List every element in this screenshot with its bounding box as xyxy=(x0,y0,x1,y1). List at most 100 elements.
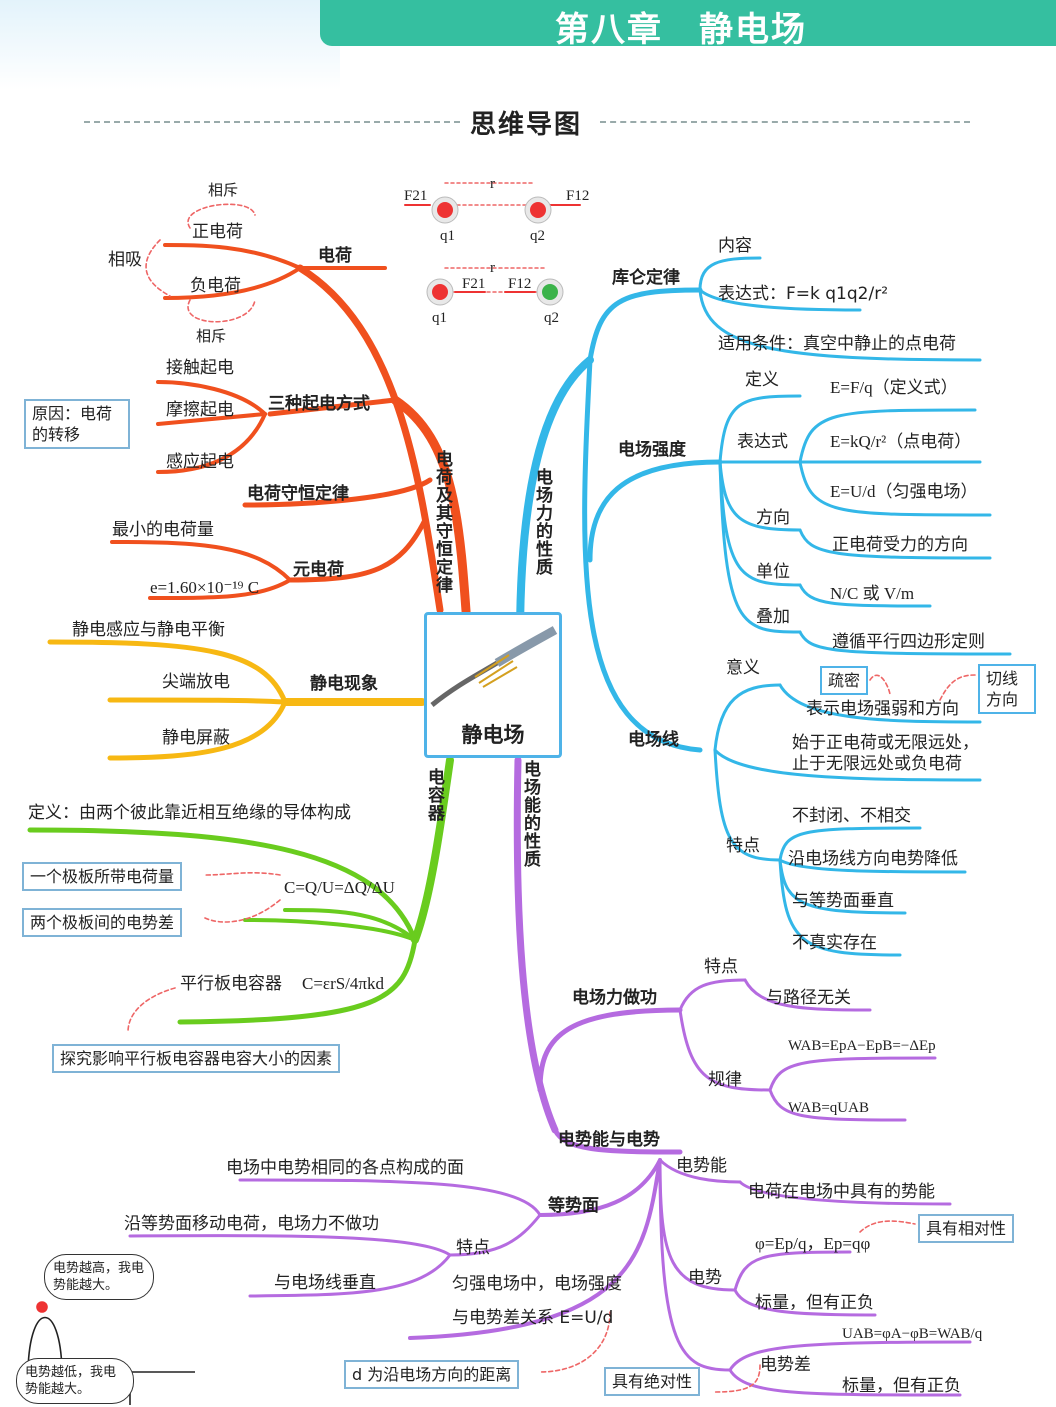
feature-1: 不封闭、不相交 xyxy=(792,806,911,826)
induction-electrify: 感应起电 xyxy=(166,452,234,472)
negative-charge: 负电荷 xyxy=(190,276,241,296)
min-charge: 最小的电荷量 xyxy=(112,520,214,540)
meaning-label: 意义 xyxy=(726,658,760,678)
capacitor-definition: 定义：由两个彼此靠近相互绝缘的导体构成 xyxy=(28,803,351,823)
phenomenon-shield: 静电屏蔽 xyxy=(162,728,230,748)
field-lines-node: 电场线 xyxy=(628,730,679,750)
elementary-value: e=1.60×10⁻¹⁹ C xyxy=(150,578,260,597)
explore-box: 探究影响平行板电容器电容大小的因素 xyxy=(52,1044,341,1073)
label-f12-top: F12 xyxy=(566,188,590,204)
reason-box: 原因：电荷的转移 xyxy=(24,399,130,449)
phenomenon-point: 尖端放电 xyxy=(162,672,230,692)
charge-node: 电荷 xyxy=(318,246,352,266)
phenomenon-induction: 静电感应与静电平衡 xyxy=(72,620,225,640)
conservation-node: 电荷守恒定律 xyxy=(247,484,349,504)
represent-text: 表示电场强弱和方向 xyxy=(806,699,959,719)
label-r-bottom: r xyxy=(490,260,495,276)
work-rule-2: WAB=qUAB xyxy=(788,1100,869,1116)
potential-difference-label: 电势差 xyxy=(760,1355,811,1375)
coulomb-content: 内容 xyxy=(718,236,752,256)
label-q2-top: q2 xyxy=(530,228,545,244)
unit-label: 单位 xyxy=(756,562,790,582)
branch-force: 电场力的性质 xyxy=(532,468,552,576)
unit-value: N/C 或 V/m xyxy=(830,584,915,603)
repel-top: 相斥 xyxy=(208,181,239,199)
coulomb-expression: 表达式：F=k q1q2/r² xyxy=(718,284,889,304)
cable-illustration xyxy=(430,626,558,707)
density-box: 疏密 xyxy=(820,666,869,695)
potential-energy-label: 电势能 xyxy=(676,1156,727,1176)
equipotential-definition: 电场中电势相同的各点构成的面 xyxy=(226,1158,464,1178)
header-shade xyxy=(0,0,340,90)
potential-label: 电势 xyxy=(688,1268,722,1288)
purple-trunk xyxy=(513,756,559,1134)
equipotential-feature-2: 与电场线垂直 xyxy=(274,1273,376,1293)
attract-label: 相吸 xyxy=(108,250,142,270)
plate-charge-box: 一个极板所带电荷量 xyxy=(22,862,183,891)
coulomb-charges xyxy=(426,196,564,306)
potential-formula: φ=Ep/q，Ep=qφ xyxy=(755,1234,871,1253)
definition-formula: E=F/q（定义式） xyxy=(830,378,958,397)
branch-capacitor: 电容器 xyxy=(424,768,444,822)
bubble-low: 电势越低，我电势能越大。 xyxy=(16,1358,134,1404)
title-divider-right xyxy=(600,121,970,123)
distance-note-box: d 为沿电场方向的距离 xyxy=(344,1360,520,1389)
section-title: 思维导图 xyxy=(466,104,587,141)
blue-trunk xyxy=(516,356,594,644)
expression-label: 表达式 xyxy=(737,432,788,452)
label-f12-bottom: F12 xyxy=(508,276,532,292)
label-f21-top: F21 xyxy=(404,188,428,204)
branch-energy: 电场能的性质 xyxy=(520,760,540,868)
chapter-title: 第八章 静电场 xyxy=(555,10,807,50)
chapter-header-band xyxy=(320,0,1056,46)
feature-4: 不真实存在 xyxy=(792,933,877,953)
red-trunk xyxy=(390,395,473,645)
difference-scalar: 标量，但有正负 xyxy=(842,1376,961,1396)
label-q2-bottom: q2 xyxy=(544,310,559,326)
work-feature-label: 特点 xyxy=(704,957,738,977)
branch-charge-law: 电荷及其守恒定律 xyxy=(432,450,452,594)
potential-difference-formula: UAB=φA−φB=WAB/q xyxy=(842,1326,983,1342)
point-charge-formula: E=kQ/r²（点电荷） xyxy=(830,432,972,451)
coulomb-condition: 适用条件：真空中静止的点电荷 xyxy=(718,334,956,354)
superposition-label: 叠加 xyxy=(756,607,790,627)
tangent-box: 切线方向 xyxy=(978,664,1036,714)
absolute-box: 具有绝对性 xyxy=(604,1367,701,1396)
origin-line-1: 始于正电荷或无限远处， xyxy=(792,733,979,753)
friction-electrify: 摩擦起电 xyxy=(166,400,234,420)
bubble-high: 电势越高，我电势能越大。 xyxy=(44,1254,154,1300)
superposition-value: 遵循平行四边形定则 xyxy=(832,632,985,652)
feature-3: 与等势面垂直 xyxy=(792,891,894,911)
work-feature-value: 与路径无关 xyxy=(766,988,851,1008)
plate-voltage-box: 两个极板间的电势差 xyxy=(22,908,183,937)
origin-line-2: 止于无限远处或负电荷 xyxy=(792,754,962,774)
label-r-top: r xyxy=(490,176,495,192)
potential-node: 电势能与电势 xyxy=(558,1130,660,1150)
center-node[interactable]: 静电场 xyxy=(424,612,562,758)
potential-energy-value: 电荷在电场中具有的势能 xyxy=(748,1182,935,1202)
direction-value: 正电荷受力的方向 xyxy=(832,535,968,555)
positive-charge: 正电荷 xyxy=(192,222,243,242)
elementary-node: 元电荷 xyxy=(293,560,344,580)
equipotential-feature-1: 沿等势面移动电荷，电场力不做功 xyxy=(124,1214,379,1234)
equipotential-feature-label: 特点 xyxy=(456,1238,490,1258)
title-divider-left xyxy=(84,121,460,123)
electrify-node: 三种起电方式 xyxy=(268,394,370,414)
center-title: 静电场 xyxy=(461,723,525,747)
phenomena-node: 静电现象 xyxy=(310,674,378,694)
features-label: 特点 xyxy=(726,836,760,856)
work-rule-label: 规律 xyxy=(708,1070,742,1090)
uniform-field-formula: E=U/d（匀强电场） xyxy=(830,482,978,501)
direction-label: 方向 xyxy=(756,508,790,528)
relation-line-2: 与电势差关系 E=U/d xyxy=(452,1308,614,1328)
work-rule-1: WAB=EpA−EpB=−ΔEp xyxy=(788,1038,936,1054)
equipotential-node: 等势面 xyxy=(548,1196,599,1216)
green-trunk xyxy=(411,756,454,944)
coulomb-node: 库仑定律 xyxy=(612,268,680,288)
capacitance-formula: C=Q/U=ΔQ/ΔU xyxy=(284,878,395,897)
label-f21-bottom: F21 xyxy=(462,276,486,292)
relation-line-1: 匀强电场中，电场强度 xyxy=(452,1274,622,1294)
parallel-plate-label: 平行板电容器 xyxy=(180,974,282,994)
repel-bottom: 相斥 xyxy=(196,327,227,345)
